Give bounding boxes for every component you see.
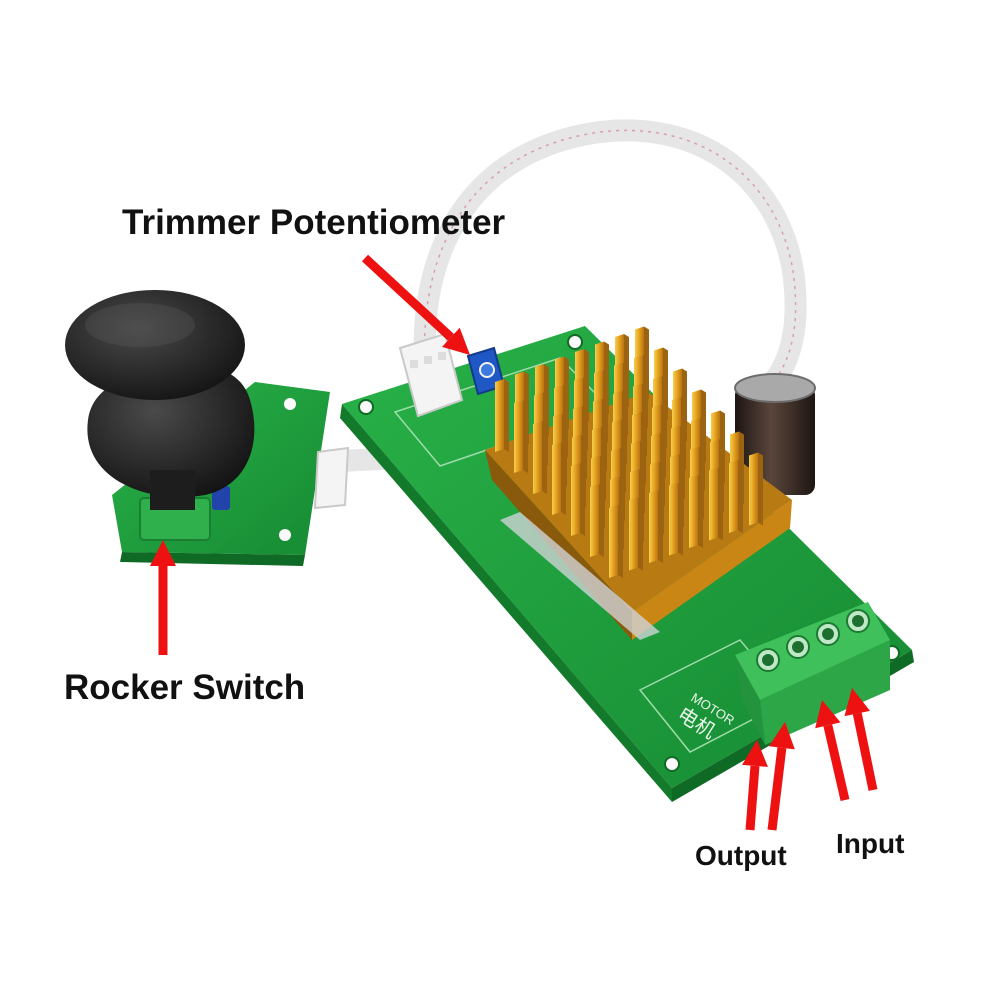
output-arrow-1: [742, 740, 768, 831]
label-output: Output: [695, 840, 787, 871]
heatsink-fin: [533, 421, 547, 494]
rocker-arrow: [150, 540, 176, 655]
heatsink-fin: [749, 452, 763, 526]
heatsink-fin: [629, 497, 643, 571]
label-rocker-switch: Rocker Switch: [64, 668, 306, 707]
trimmer-arrow: [361, 254, 470, 355]
terminal-screw: [816, 622, 840, 646]
output-arrow-2: [767, 722, 795, 831]
input-arrow-1: [815, 700, 850, 802]
heatsink-fin: [609, 505, 623, 578]
annotation-arrows: [150, 254, 878, 831]
board-connector: [398, 332, 464, 418]
heatsink-fin: [649, 490, 663, 563]
thermal-foil: [500, 512, 660, 640]
heatsink-fin: [590, 484, 604, 557]
terminal-screw: [846, 609, 870, 633]
heatsink-fin: [495, 379, 509, 452]
input-arrow-2: [844, 688, 878, 791]
ribbon-cable: [413, 119, 807, 391]
heatsink-fin: [729, 460, 743, 533]
heatsink-fin: [571, 463, 585, 536]
heatsink-fin: [709, 467, 723, 541]
terminal-screw: [786, 635, 810, 659]
heatsink-fin: [689, 475, 703, 548]
terminal-screw: [756, 648, 780, 672]
joystick-knob: [65, 290, 255, 510]
label-input: Input: [836, 828, 905, 859]
heatsink-fin: [669, 482, 683, 556]
screw-terminal-block: [735, 602, 890, 745]
label-trimmer-potentiometer: Trimmer Potentiometer: [122, 203, 506, 242]
heatsink-fin: [514, 400, 528, 473]
heatsink-fin: [552, 442, 566, 515]
